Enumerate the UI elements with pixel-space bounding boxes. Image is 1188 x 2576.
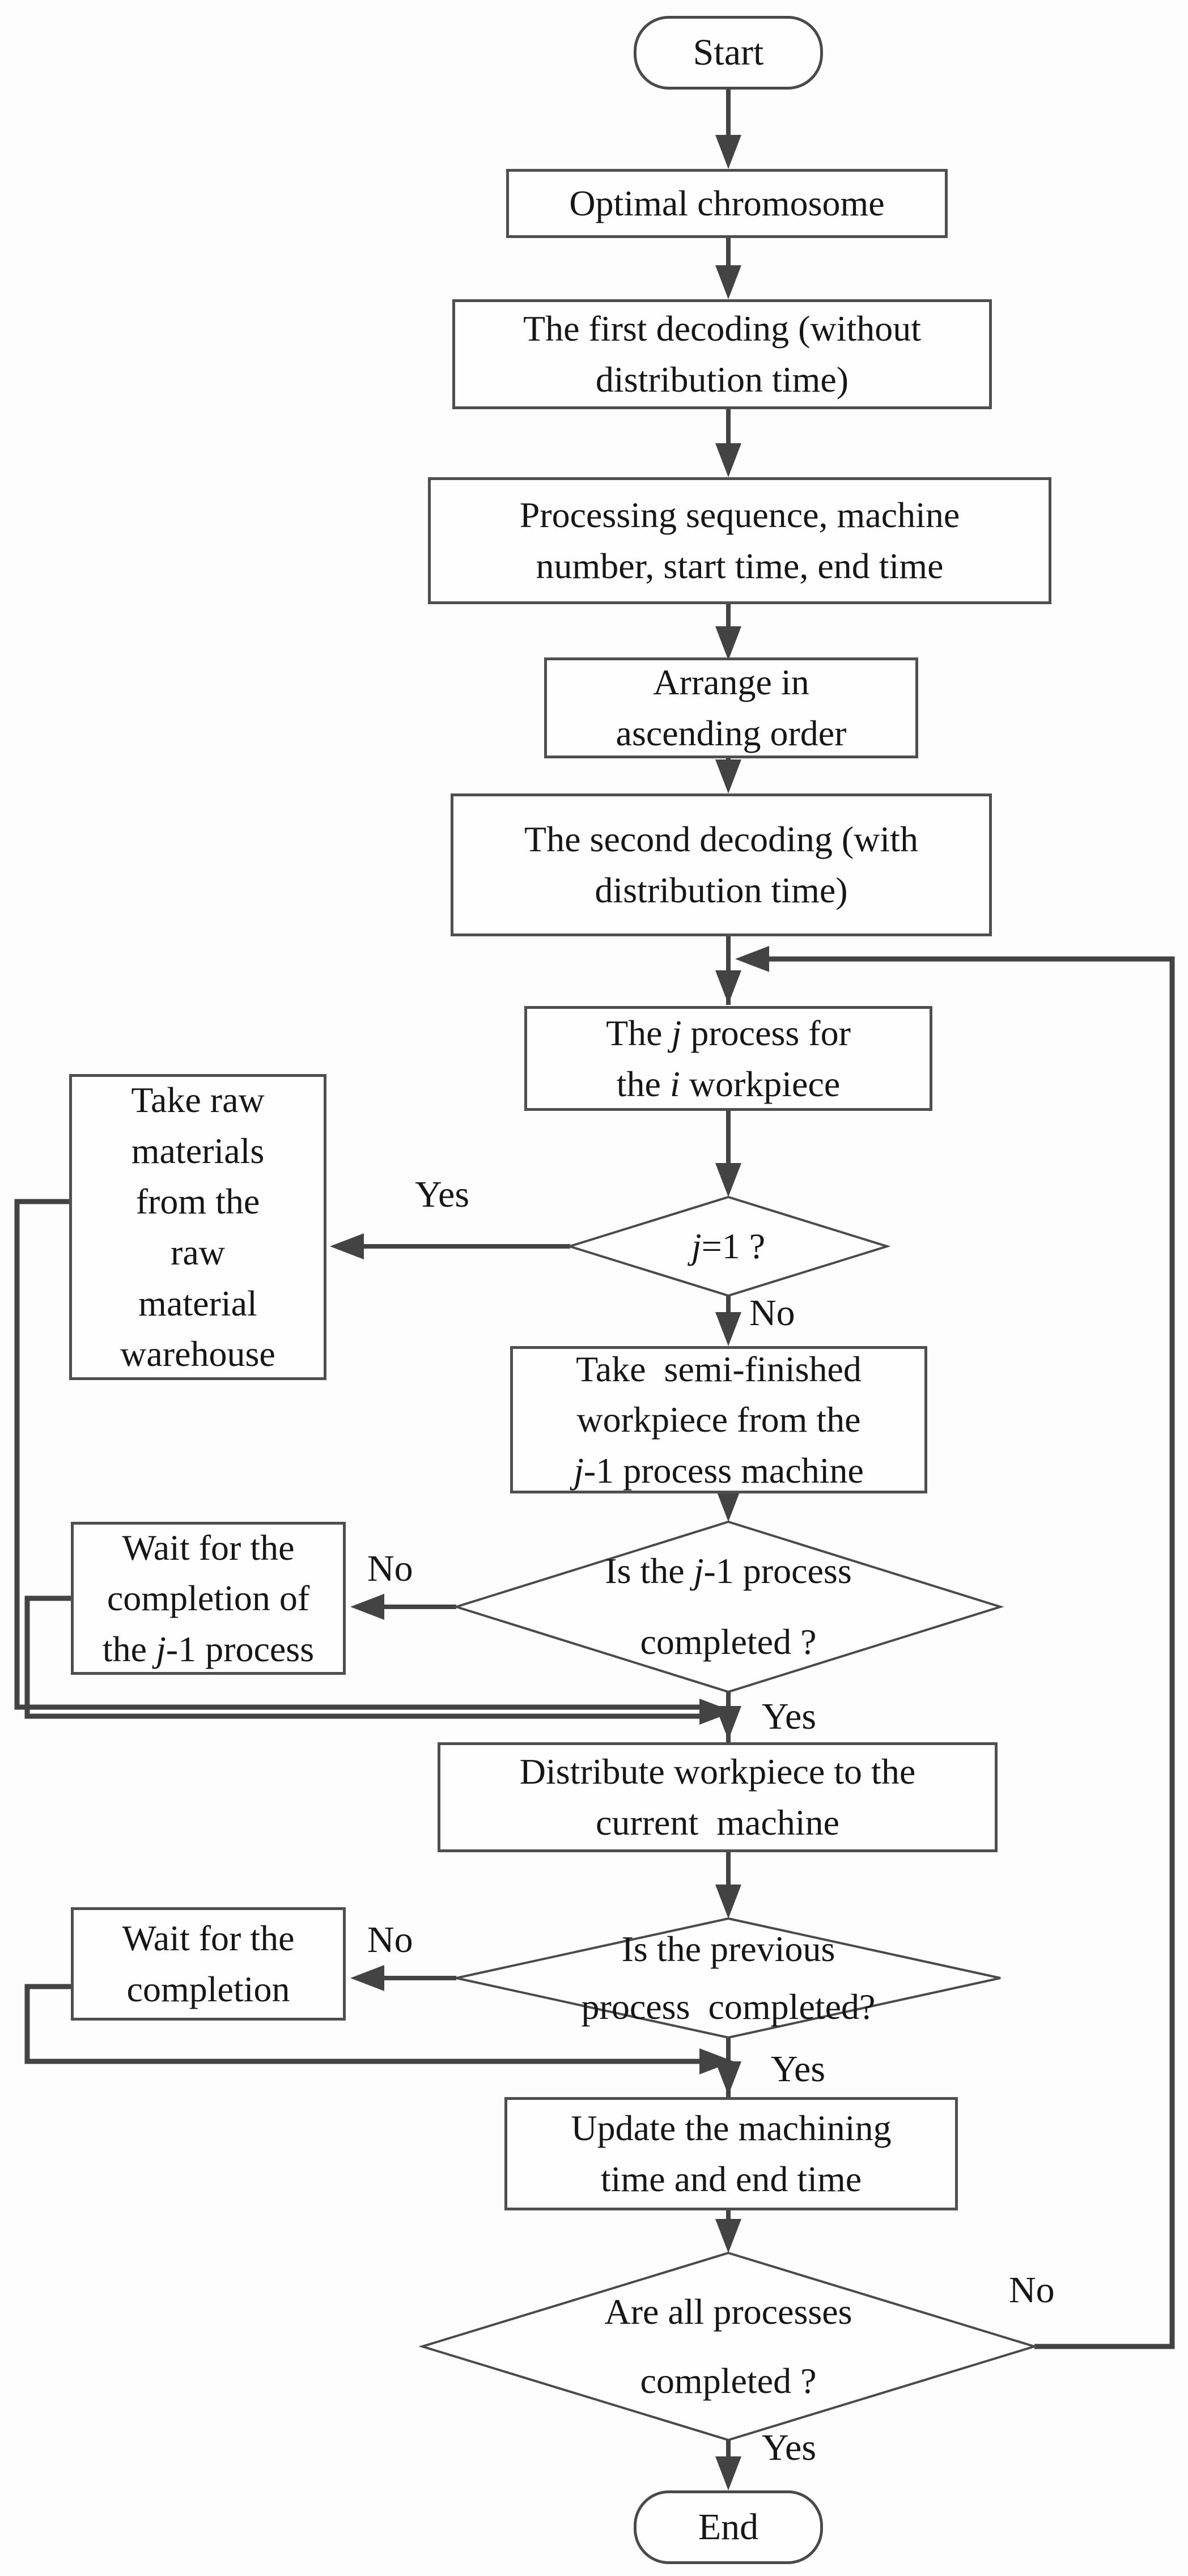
label-no-prev: No [367,1919,413,1960]
label-yes-j1: Yes [414,1174,470,1215]
label-yes-prev: Yes [771,2048,826,2090]
loop-waitjm1-return [24,1595,703,1719]
decision-j-minus-1-completed-shape [452,1520,1004,1694]
end-terminator: End [634,2490,823,2564]
branch-lines [364,1244,570,1980]
label-no-all: No [1009,2269,1055,2311]
start-terminator: Start [634,16,823,90]
decision-all-completed-shape [418,2251,1038,2442]
decision-shapes [418,1195,1038,2442]
loop-all-no-feedback [766,956,1175,2349]
decision-previous-completed-shape [456,1917,1001,2039]
label-no-jm1: No [367,1548,413,1589]
decision-j-equals-1-shape [566,1195,891,1297]
label-yes-jm1: Yes [762,1696,817,1737]
loop-takeraw-return [14,1199,703,1710]
optimal-chromosome-box: Optimal chromosome [506,169,948,238]
arrowheads [330,135,769,2490]
decision-j-equals-1: j=1 ? [691,1226,766,1267]
loop-waitprev-return [24,1984,704,2064]
loop-lines [14,956,1175,2349]
label-no-j1: No [749,1292,795,1334]
label-yes-all: Yes [762,2427,817,2468]
